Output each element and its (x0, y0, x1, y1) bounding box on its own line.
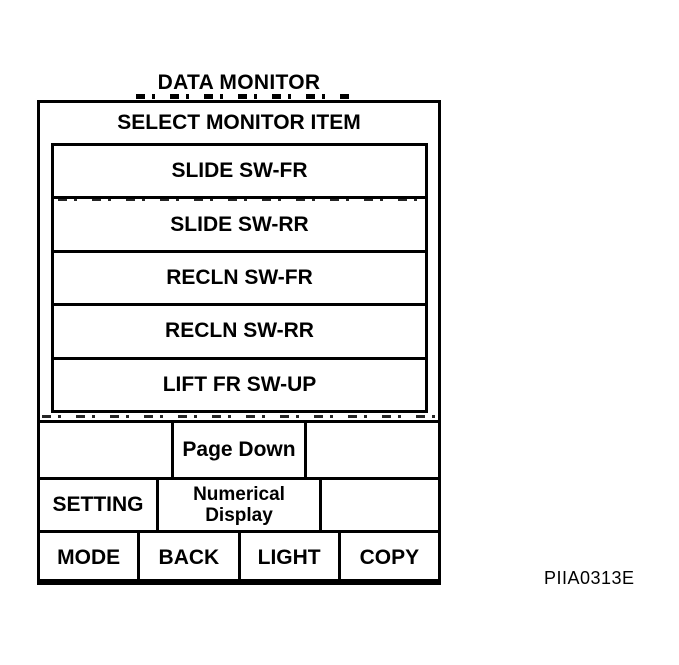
monitor-item-recln-sw-rr[interactable]: RECLN SW-RR (54, 306, 425, 360)
setting-button[interactable]: SETTING (37, 477, 159, 533)
empty-cell (319, 477, 441, 533)
monitor-item-slide-sw-rr[interactable]: SLIDE SW-RR (54, 199, 425, 253)
page-down-button[interactable]: Page Down (170, 420, 308, 480)
mode-button[interactable]: MODE (37, 530, 141, 585)
back-button[interactable]: BACK (137, 530, 241, 585)
clipped-text-artifact (42, 415, 436, 418)
copy-button[interactable]: COPY (337, 530, 441, 585)
screen-title: DATA MONITOR (157, 71, 321, 94)
control-row-1: Page Down (37, 420, 442, 480)
monitor-item-lift-fr-sw-up[interactable]: LIFT FR SW-UP (162, 372, 317, 396)
consult-screen: SELECT MONITOR ITEM SLIDE SW-FR SLIDE SW… (37, 100, 441, 582)
control-button-grid: Page Down SETTING Numerical Display MODE… (37, 420, 442, 585)
empty-cell (37, 420, 174, 480)
figure-code: PIIA0313E (544, 568, 635, 588)
clipped-text-artifact (136, 94, 350, 99)
monitor-item-slide-sw-fr[interactable]: SLIDE SW-FR (54, 146, 425, 200)
control-row-3: MODE BACK LIGHT COPY (37, 530, 441, 585)
empty-cell (304, 420, 442, 480)
light-button[interactable]: LIGHT (237, 530, 341, 585)
clipped-text-artifact (58, 198, 424, 201)
monitor-item-recln-sw-fr[interactable]: RECLN SW-FR (54, 253, 425, 307)
numerical-display-button[interactable]: Numerical Display (156, 477, 322, 533)
control-row-2: SETTING Numerical Display (37, 477, 441, 533)
select-monitor-item-header: SELECT MONITOR ITEM (117, 111, 361, 134)
monitor-item-list: SLIDE SW-FR SLIDE SW-RR RECLN SW-FR RECL… (51, 143, 428, 413)
